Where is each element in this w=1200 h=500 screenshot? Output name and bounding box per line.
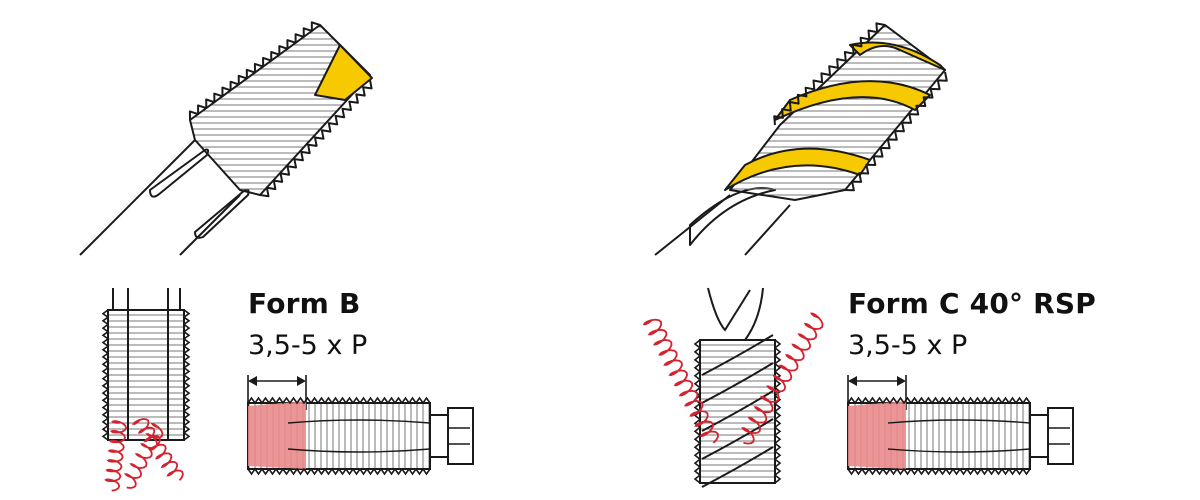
thread-edge <box>188 21 321 121</box>
thread-edge <box>844 71 948 192</box>
spiral-flute-edge <box>701 390 774 432</box>
thread-edge <box>247 467 431 476</box>
tap-form-c-spiral-perspective <box>654 22 948 256</box>
chip-curl-icon <box>104 420 128 492</box>
tap-profile-form-b <box>247 375 474 476</box>
flute-line <box>287 419 431 424</box>
shank-line <box>79 139 196 256</box>
arrowhead <box>897 376 906 386</box>
tap-profile-form-c <box>847 375 1074 476</box>
chip-curl-icon <box>741 312 824 445</box>
panel-subtitle-form-c: 3,5-5 x P <box>848 330 968 361</box>
thread-edge <box>847 396 1031 405</box>
panel-subtitle-form-b: 3,5-5 x P <box>248 330 368 361</box>
tap-form-b-side-view <box>101 288 191 492</box>
neck <box>1030 414 1049 458</box>
thread-edge <box>182 309 191 441</box>
thread-edge <box>247 396 431 405</box>
square-drive <box>447 407 474 465</box>
chamfer-zone <box>848 401 906 469</box>
arrowhead <box>297 376 306 386</box>
yellow-spiral-flute <box>774 80 931 121</box>
threaded-section <box>107 309 185 441</box>
shank-edge <box>707 287 751 332</box>
flute-line <box>287 448 431 453</box>
chip-curl-icon <box>124 423 164 489</box>
arrowhead <box>248 376 257 386</box>
thread-edge <box>773 22 886 126</box>
thread-edge <box>101 309 110 441</box>
tap-form-c-side-view <box>642 287 824 488</box>
shank-line <box>744 204 791 256</box>
spiral-flute-edge <box>701 446 774 488</box>
shank-line <box>179 194 241 256</box>
neck <box>430 414 449 458</box>
chip-curls <box>104 418 184 492</box>
spiral-flute-edge <box>701 334 774 376</box>
thread-edge <box>847 467 1031 476</box>
spiral-flute-edge <box>701 418 774 460</box>
thread-teeth <box>101 309 191 441</box>
shank-edge <box>744 287 764 341</box>
thread-teeth <box>188 21 373 198</box>
flute-line <box>887 448 1031 453</box>
panel-title-form-c: Form C 40° RSP <box>848 287 1097 320</box>
panel-title-form-b: Form B <box>248 287 361 320</box>
chamfer-zone <box>248 401 306 469</box>
shank-line <box>654 194 731 256</box>
yellow-flute <box>314 44 373 101</box>
flute-line <box>887 419 1031 424</box>
yellow-spiral-flute <box>724 147 871 191</box>
square-drive <box>1047 407 1074 465</box>
thread-edge <box>259 79 373 198</box>
arrowhead <box>848 376 857 386</box>
thread-edge <box>773 339 782 484</box>
thread-teeth <box>773 22 948 192</box>
chip-curl-icon <box>642 318 719 444</box>
spiral-flute-edge <box>701 362 774 404</box>
chip-curls <box>642 312 824 445</box>
tap-form-b-perspective <box>79 21 373 256</box>
